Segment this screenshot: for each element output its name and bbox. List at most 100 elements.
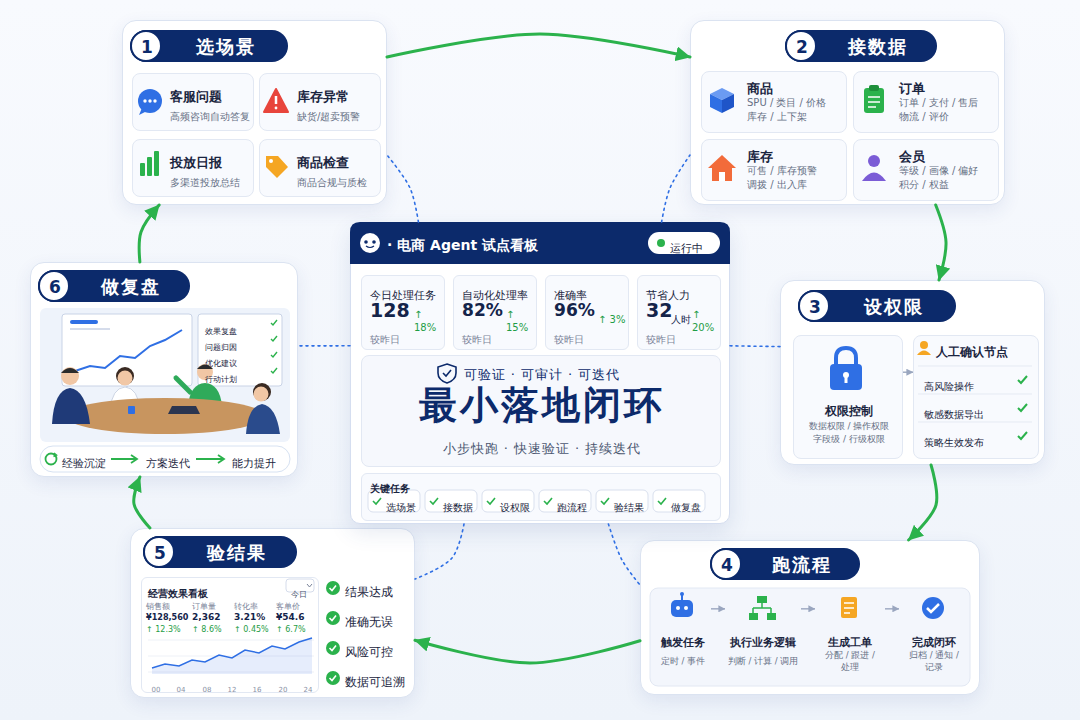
task-chip <box>425 490 477 512</box>
flow-arrow <box>903 372 913 373</box>
text-slot: 人工确认节点 <box>936 341 1032 360</box>
dashboard-header <box>657 239 665 247</box>
text-slot: 订单 / 支付 / 售后 物流 / 评价 <box>899 96 987 124</box>
label-slot: 能力提升 <box>232 452 280 471</box>
node-text: 多渠道投放总结 <box>170 176 240 190</box>
text-slot: 跑流程 <box>557 496 591 515</box>
node-title: 投放日报 <box>170 154 222 171</box>
robot-icon <box>680 592 684 596</box>
text-slot: 今日 <box>291 582 311 601</box>
item-box: 客服问题高频咨询自动答复 <box>132 73 254 131</box>
text-slot: 商品合规与质检 <box>297 171 381 190</box>
meeting-illustration <box>253 383 271 401</box>
meeting-illustration <box>70 320 98 324</box>
node-text: ↑ 18% <box>414 308 444 334</box>
metric-card: 关键任务选场景接数据设权限跑流程验结果做复盘 <box>361 473 721 521</box>
meeting-illustration <box>65 398 265 434</box>
check-bullet <box>326 581 340 685</box>
confirm-list-decor <box>917 341 1032 439</box>
metric-card: 今日处理任务128↑ 18%较昨日 <box>361 275 445 350</box>
dotted-link <box>298 345 350 347</box>
node-text: 接数据 <box>848 36 908 58</box>
text-slot: 订单 <box>899 78 995 97</box>
label-text: 结果达成 <box>345 585 393 600</box>
warning-icon <box>275 96 278 104</box>
flowchart-icon <box>749 596 776 620</box>
bar-chart-icon <box>140 163 145 176</box>
label-text: 00 <box>152 686 161 695</box>
item-box: 会员等级 / 画像 / 偏好 积分 / 权益 <box>853 139 999 201</box>
metric-card: 节省人力32人时↑ 20%较昨日 <box>637 275 721 350</box>
flow-panel <box>650 588 970 686</box>
node-text: 选场景 <box>386 501 416 514</box>
dashboard-header <box>648 232 720 254</box>
text-slot: 人时 <box>671 308 691 327</box>
meeting-illustration <box>70 328 110 330</box>
node-title: 订单 <box>899 80 925 97</box>
robot-icon <box>671 592 693 617</box>
text-slot: 判断 / 计算 / 调用 <box>725 649 801 668</box>
chat-icon <box>138 89 162 115</box>
node-text: 分配 / 跟进 / 处理 <box>815 649 885 673</box>
node-text: 人时 <box>671 313 691 326</box>
node-text: ↑ 15% <box>506 308 536 334</box>
meeting-illustration <box>128 406 135 414</box>
cycle-arrow <box>134 477 150 528</box>
progress-pill <box>40 446 290 472</box>
node-text: 较昨日 <box>370 333 400 346</box>
item-box: 库存异常缺货/超卖预警 <box>259 73 381 131</box>
task-chip <box>368 490 705 512</box>
node-text: 较昨日 <box>646 333 676 346</box>
shield-icon <box>438 364 456 383</box>
result-chart <box>148 640 314 672</box>
node-text: 128 <box>370 298 410 322</box>
step-badge <box>711 549 741 579</box>
cycle-arrow <box>415 640 640 663</box>
dashboard-header <box>364 240 368 244</box>
step-badge <box>785 30 937 62</box>
meeting-illustration <box>168 406 200 414</box>
node-title: 触发任务 <box>661 636 705 650</box>
text-slot: 生成工单 <box>815 631 885 650</box>
cube-icon <box>710 88 734 113</box>
flow-panel <box>650 588 970 686</box>
meeting-illustration <box>271 320 277 373</box>
lock-icon <box>830 348 862 390</box>
text-slot: 数据权限 / 操作权限 字段级 / 行级权限 <box>798 420 900 446</box>
node-text: 最小落地闭环 <box>419 380 665 430</box>
progress-pill <box>54 453 57 457</box>
step-badge <box>38 30 956 580</box>
flowchart-icon <box>753 603 771 613</box>
node-title: 库存异常 <box>297 88 349 105</box>
node-text: SPU / 类目 / 价格 库存 / 上下架 <box>747 96 835 124</box>
node-title: 6 <box>49 277 61 297</box>
text-slot: 做复盘 <box>77 276 185 298</box>
node-title: 商品 <box>747 80 773 97</box>
node-title: 5 <box>154 543 166 563</box>
meeting-illustration <box>118 371 133 386</box>
node-text: 82% <box>462 298 503 322</box>
text-slot: 可验证 · 可审计 · 可迭代 <box>362 364 722 383</box>
meeting-illustration <box>126 386 128 394</box>
label-slot: 准确无误 <box>345 611 413 630</box>
chat-icon <box>138 89 162 113</box>
robot-icon <box>681 595 683 600</box>
result-chart <box>286 579 314 592</box>
label-text: 能力提升 <box>232 457 276 471</box>
label-text: 数据可追溯 <box>345 675 405 690</box>
text-slot: 接数据 <box>824 36 932 58</box>
node-text: 判断 / 计算 / 调用 <box>728 655 799 667</box>
chat-icon <box>153 99 156 102</box>
text-slot: 高风险操作 <box>924 375 1014 394</box>
text-slot: 运行中 <box>670 237 718 256</box>
flowchart-icon <box>749 613 758 620</box>
text-slot: ↑ 15% <box>506 308 536 335</box>
label-slot: 经验沉淀 <box>62 452 110 471</box>
node-text: 商品合规与质检 <box>297 176 367 190</box>
ticket-icon <box>844 603 854 613</box>
label-slot: 效果复盘 <box>205 319 265 338</box>
label-slot: 风险可控 <box>345 641 413 660</box>
meeting-illustration <box>198 314 282 386</box>
house-icon <box>719 172 725 181</box>
item-box: 商品SPU / 类目 / 价格 库存 / 上下架 <box>701 71 847 133</box>
